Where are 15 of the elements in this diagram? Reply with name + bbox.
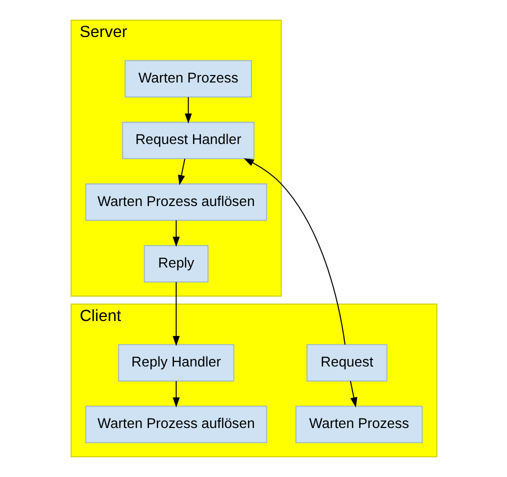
node-box: Warten Prozess: [124, 60, 252, 98]
node-box: Reply: [143, 245, 208, 282]
arrow: [184, 97, 192, 124]
arrow: [177, 158, 185, 186]
arrow: [172, 381, 180, 408]
node-box: Warten Prozess: [294, 406, 422, 444]
node-box: Warten Prozess auflösen: [84, 183, 267, 221]
arrow: [349, 380, 357, 408]
node-box: Warten Prozess auflösen: [84, 406, 267, 444]
node-box: Request Handler: [122, 122, 254, 160]
arrow: [172, 220, 180, 247]
arrow: [243, 158, 346, 345]
arrow: [172, 282, 180, 346]
node-box: Reply Handler: [118, 344, 234, 382]
node-box: Request: [306, 344, 387, 382]
